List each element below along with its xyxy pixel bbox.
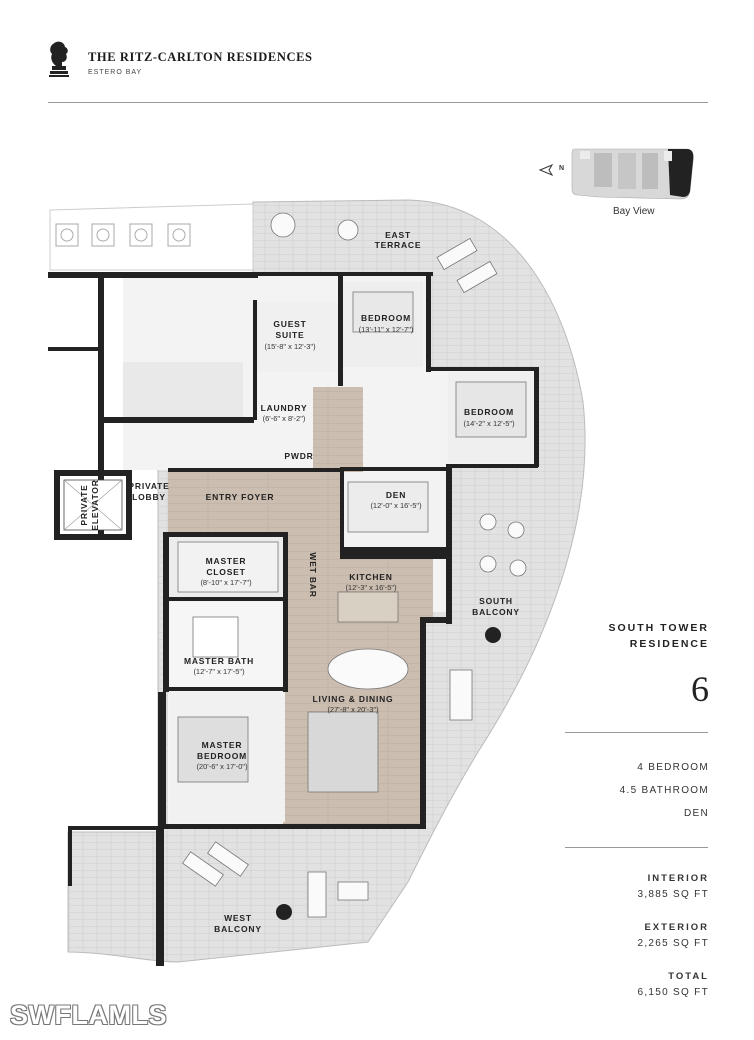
den-indicator: DEN — [683, 808, 709, 819]
bedroom-2-dims: (14'-2" x 12'-5") — [463, 419, 515, 428]
lion-crown-icon — [49, 41, 69, 77]
kitchen-dims: (12'-3" x 16'-5") — [345, 583, 397, 592]
key-plan — [538, 145, 698, 205]
exterior-label: EXTERIOR — [644, 922, 709, 933]
columns — [276, 627, 501, 920]
total-value: 6,150 SQ FT — [637, 987, 709, 998]
interior-value: 3,885 SQ FT — [637, 889, 709, 900]
info-divider-1 — [565, 732, 708, 733]
east-terrace-label-1: EAST — [385, 230, 411, 240]
kitchen-label: KITCHEN — [349, 572, 392, 582]
wet-bar-label: WET BAR — [308, 552, 318, 597]
master-closet-label-1: MASTER — [206, 556, 247, 566]
guest-suite-floor — [253, 302, 338, 372]
neighbor-planters — [55, 223, 191, 247]
guest-suite-label-1: GUEST — [273, 319, 306, 329]
den-dims: (12'-0" x 16'-5") — [370, 501, 422, 510]
compass-north-label: N — [559, 165, 565, 172]
master-closet-dims: (8'-10" x 17'-7") — [200, 578, 252, 587]
pwdr-label: PWDR — [284, 451, 313, 461]
floor-plan: EAST TERRACE GUEST SUITE (15'-8" x 12'-3… — [48, 199, 586, 966]
master-closet-label-2: CLOSET — [206, 567, 245, 577]
residence-title-line2: RESIDENCE — [629, 638, 709, 650]
mls-watermark: SWFLAMLS — [10, 1000, 167, 1030]
residence-number: 6 — [691, 669, 709, 709]
residence-title-line1: SOUTH TOWER — [608, 622, 709, 634]
bedroom-1-dims: (13'-11" x 12'-7") — [359, 325, 414, 334]
master-bedroom-dims: (20'-6" x 17'-0") — [196, 762, 248, 771]
brand-name: THE RITZ-CARLTON RESIDENCES — [88, 50, 313, 64]
header-divider — [48, 102, 708, 103]
living-dining-label: LIVING & DINING — [313, 694, 394, 704]
south-balcony-label-2: BALCONY — [472, 607, 520, 617]
compass-arrow-icon — [538, 163, 554, 177]
laundry-dims: (6'-6" x 8'-2") — [263, 414, 306, 423]
entry-foyer-label: ENTRY FOYER — [206, 492, 275, 502]
guest-suite-label-2: SUITE — [275, 330, 304, 340]
total-label: TOTAL — [668, 971, 709, 982]
bathroom-count: 4.5 BATHROOM — [619, 785, 709, 796]
bedroom-count: 4 BEDROOM — [637, 762, 709, 773]
hall-wood-floor — [313, 387, 363, 472]
living-dining-dims: (27'-8" x 20'-3") — [327, 705, 379, 714]
private-elevator-label-2: ELEVATOR — [90, 479, 100, 530]
laundry-label: LAUNDRY — [261, 403, 308, 413]
info-divider-2 — [565, 847, 708, 848]
furniture — [177, 212, 527, 918]
key-plan-unit-highlight — [668, 149, 694, 197]
west-balcony-label-2: BALCONY — [214, 924, 262, 934]
exterior-value: 2,265 SQ FT — [637, 938, 709, 949]
private-elevator — [63, 479, 123, 531]
key-plan-caption: Bay View — [613, 206, 655, 217]
interior-label: INTERIOR — [647, 873, 709, 884]
guest-suite-dims: (15'-8" x 12'-3") — [264, 342, 316, 351]
south-balcony-label-1: SOUTH — [479, 596, 513, 606]
brand-logo — [44, 40, 74, 78]
bedroom-1-label: BEDROOM — [361, 313, 411, 323]
bedroom-2-label: BEDROOM — [464, 407, 514, 417]
den-label: DEN — [386, 490, 406, 500]
stairwell — [123, 362, 243, 417]
master-bath-dims: (12'-7" x 17'-5") — [193, 667, 245, 676]
private-elevator-label-1: PRIVATE — [79, 484, 89, 525]
west-balcony-label-1: WEST — [224, 913, 252, 923]
private-lobby-label-2: LOBBY — [132, 492, 166, 502]
walls — [48, 272, 539, 966]
master-bedroom-label-2: BEDROOM — [197, 751, 247, 761]
master-bath-label: MASTER BATH — [184, 656, 254, 666]
east-terrace-label-2: TERRACE — [375, 240, 422, 250]
master-bedroom-label-1: MASTER — [202, 740, 243, 750]
private-lobby-label-1: PRIVATE — [128, 481, 169, 491]
brand-location: ESTERO BAY — [88, 69, 143, 76]
